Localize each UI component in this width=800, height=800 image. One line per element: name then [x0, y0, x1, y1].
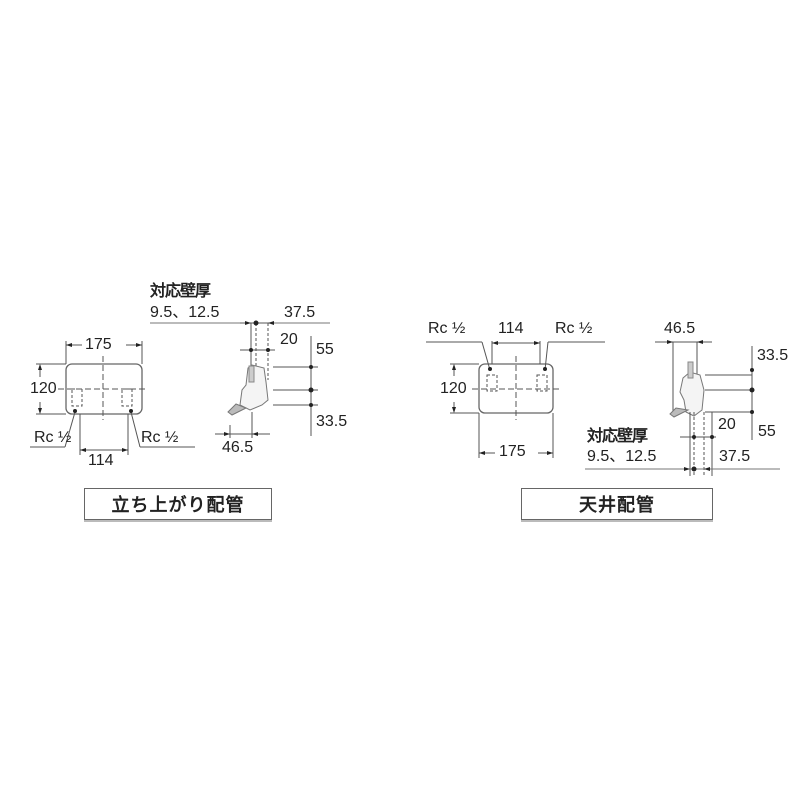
- left-thread-label: Rc ½: [34, 429, 72, 446]
- width-dimension: 175: [85, 336, 112, 353]
- dim-top: 46.5: [664, 320, 696, 337]
- width-dimension: 175: [499, 443, 526, 460]
- dim-bottom: 46.5: [222, 439, 254, 456]
- pipe-spacing-dimension: 114: [88, 452, 114, 469]
- left-side-view: [150, 322, 330, 438]
- left-thread-label: Rc ½: [428, 320, 466, 337]
- pipe-spacing-dimension: 114: [498, 320, 524, 337]
- wall-thickness-label: 対応壁厚: [587, 426, 648, 445]
- caption-rising-piping: 立ち上がり配管: [84, 488, 272, 520]
- dim-lower-vertical: 55: [758, 423, 776, 440]
- height-dimension: 120: [30, 380, 57, 397]
- dim-lower-vertical: 33.5: [316, 413, 348, 430]
- wall-thickness-label: 対応壁厚: [150, 281, 211, 300]
- caption-ceiling-piping: 天井配管: [521, 488, 713, 520]
- wall-thickness-values: 9.5、12.5: [587, 448, 657, 465]
- right-thread-label: Rc ½: [141, 429, 179, 446]
- right-front-view: [426, 341, 605, 458]
- dim-upper-vertical: 33.5: [757, 347, 789, 364]
- wall-thickness-values: 9.5、12.5: [150, 304, 220, 321]
- dim-bottom: 37.5: [719, 448, 751, 465]
- dim-top: 37.5: [284, 304, 316, 321]
- right-side-view: [585, 341, 780, 476]
- height-dimension: 120: [440, 380, 467, 397]
- right-thread-label: Rc ½: [555, 320, 593, 337]
- dim-inner: 20: [280, 331, 298, 348]
- dim-inner: 20: [718, 416, 736, 433]
- dim-upper-vertical: 55: [316, 341, 334, 358]
